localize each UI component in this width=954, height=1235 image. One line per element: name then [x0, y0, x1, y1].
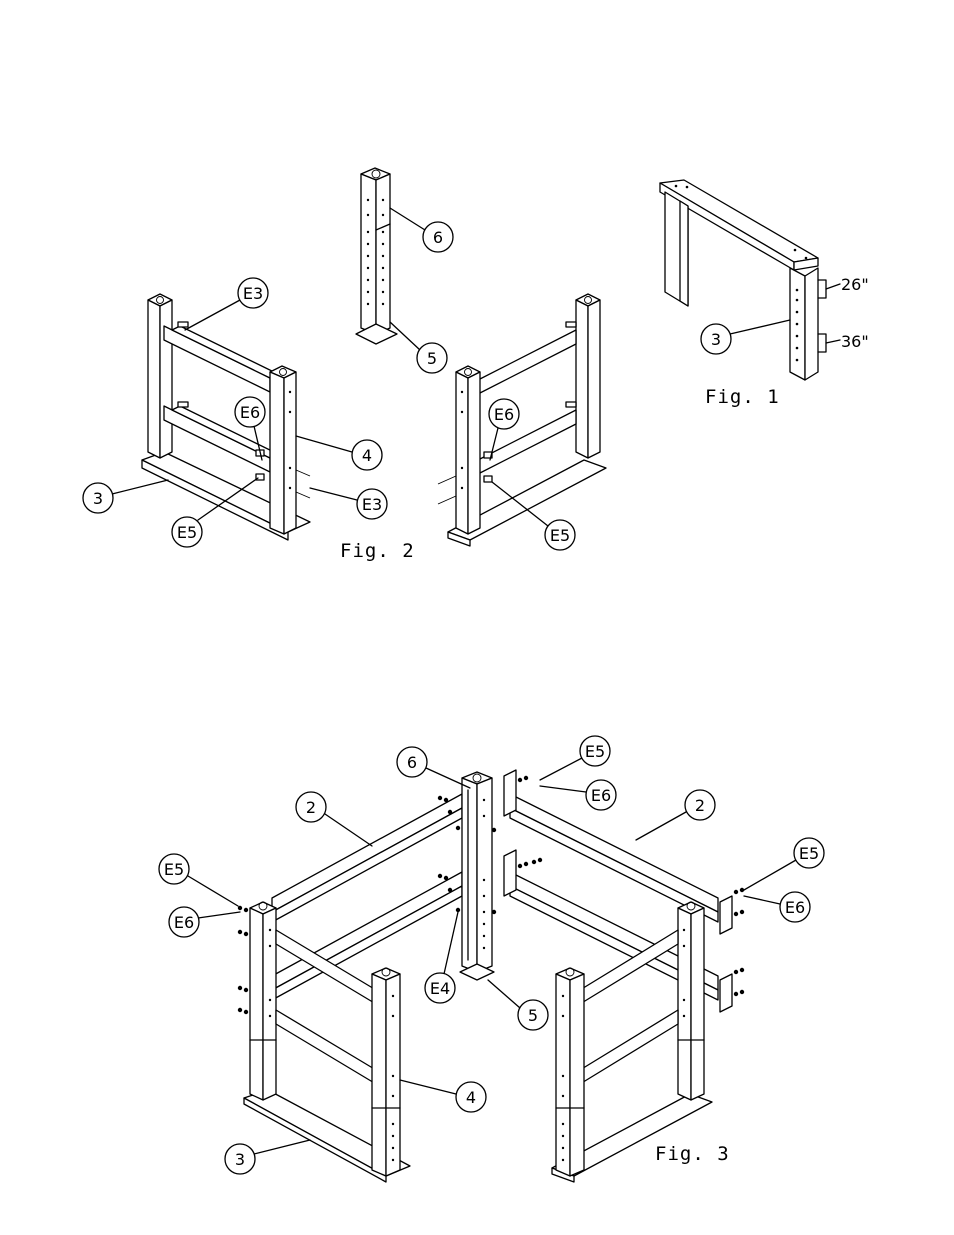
callout-3-fig3: 3: [235, 1150, 245, 1169]
callout-3-fig1: 3: [711, 330, 721, 349]
height-label-26: 26": [841, 275, 869, 294]
figure-1: 26" 36" 3 Fig. 1: [659, 179, 869, 408]
fig2-caption: Fig. 2: [340, 540, 415, 562]
callout-5-fig3: 5: [528, 1006, 538, 1025]
callout-3-fig2: 3: [93, 489, 103, 508]
figure-3: 6 E5 E6 2 2 E5 E6 E5 E6 E4 5 4: [158, 735, 825, 1183]
callout-2-right-fig3: 2: [695, 796, 705, 815]
callout-4-fig3: 4: [466, 1088, 476, 1107]
callout-e3-right-fig2: E3: [362, 495, 382, 514]
callout-2-left-fig3: 2: [306, 798, 316, 817]
callout-e6-right-fig2: E6: [494, 405, 514, 424]
callout-e5-right-fig2: E5: [550, 526, 570, 545]
callout-e6-left-fig2: E6: [240, 403, 260, 422]
fig1-caption: Fig. 1: [705, 386, 780, 408]
callout-6-fig2: 6: [433, 228, 443, 247]
callout-6-fig3: 6: [407, 753, 417, 772]
callout-e5-right-fig3: E5: [799, 844, 819, 863]
callout-e5-left-fig2: E5: [177, 523, 197, 542]
fig3-caption: Fig. 3: [655, 1143, 730, 1165]
callout-4-fig2: 4: [362, 446, 372, 465]
callout-e5-top-fig3: E5: [585, 742, 605, 761]
callout-e5-left-fig3: E5: [164, 860, 184, 879]
callout-e6-right-fig3: E6: [785, 898, 805, 917]
callout-e6-top-fig3: E6: [591, 786, 611, 805]
height-label-36: 36": [841, 332, 869, 351]
figure-2: 6 5: [82, 167, 607, 562]
callout-5-fig2: 5: [427, 349, 437, 368]
callout-e4-fig3: E4: [430, 979, 450, 998]
callout-e3-top-fig2: E3: [243, 284, 263, 303]
callout-e6-left-fig3: E6: [174, 913, 194, 932]
